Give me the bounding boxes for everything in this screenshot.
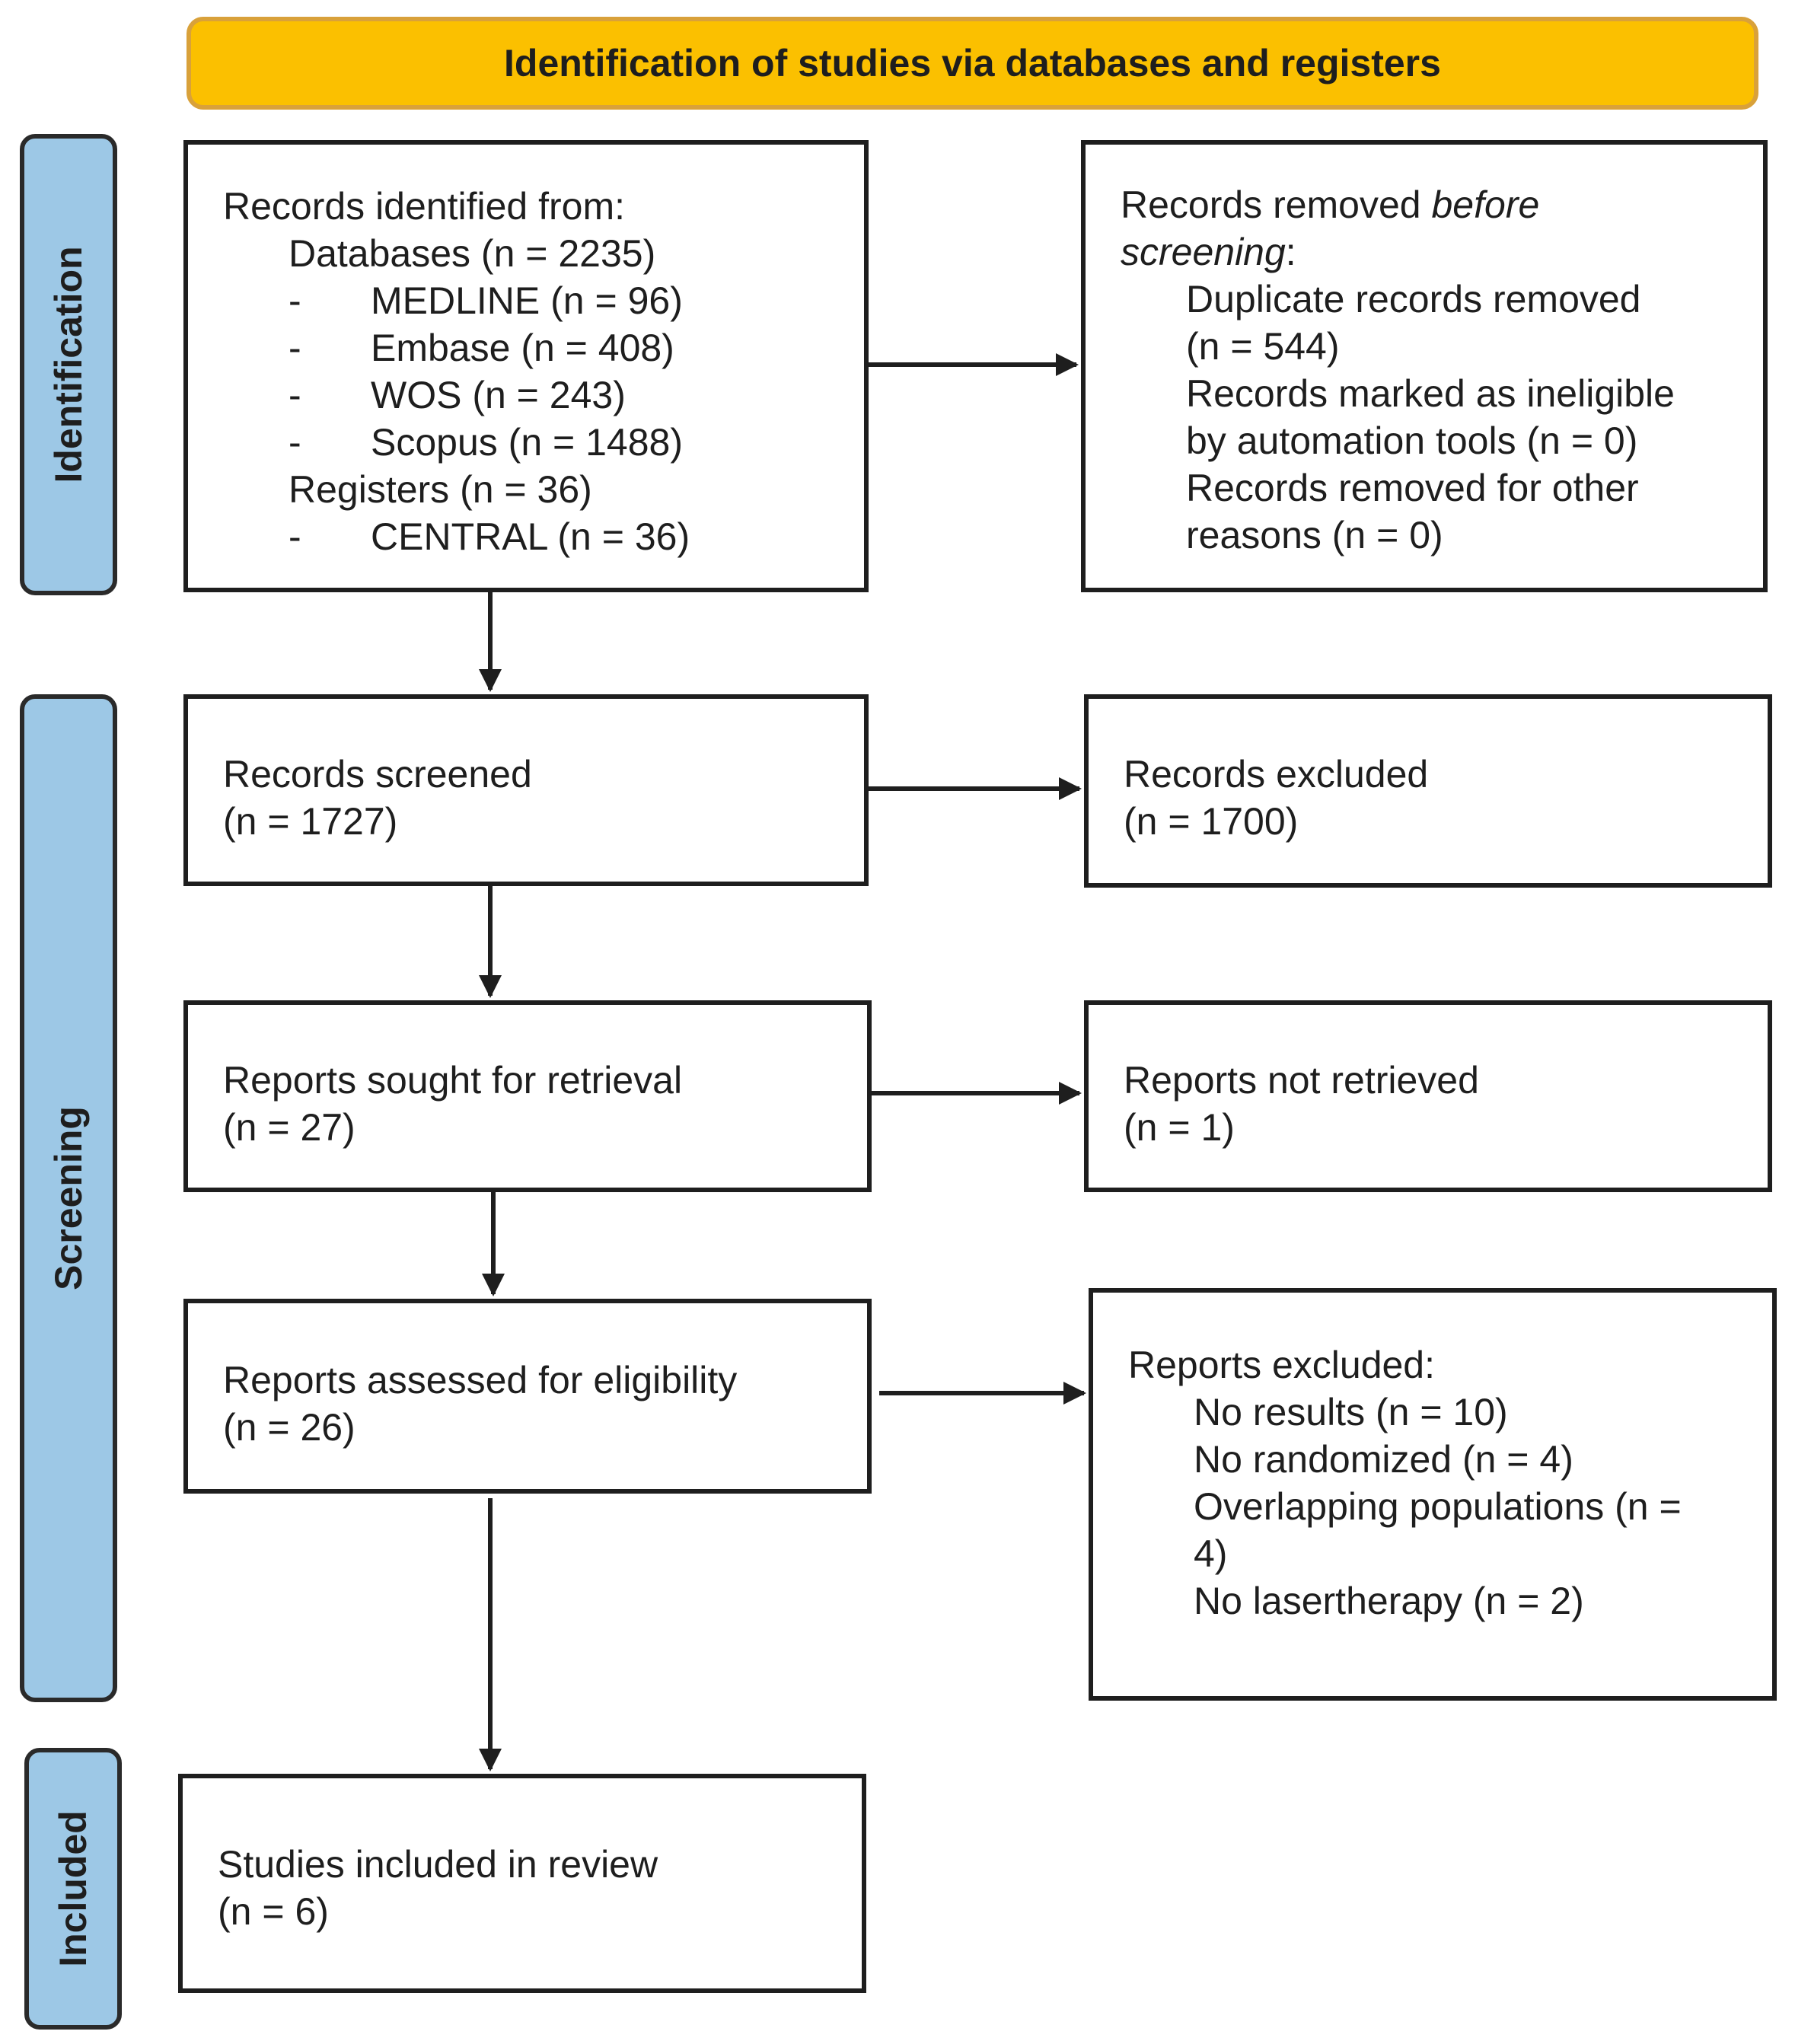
records-removed-heading-before: before	[1431, 183, 1540, 226]
records-screened-label: Records screened	[223, 753, 532, 796]
bullet-dash: -	[289, 515, 301, 558]
bullet-dash: -	[289, 421, 301, 464]
reports-not-retrieved-label: Reports not retrieved	[1124, 1059, 1479, 1102]
studies-included-label: Studies included in review	[218, 1843, 658, 1886]
records-excluded-label: Records excluded	[1124, 753, 1429, 796]
reports-excluded-line: No randomized (n = 4)	[1194, 1438, 1573, 1481]
bullet-dash: -	[289, 279, 301, 322]
database-embase: Embase (n = 408)	[371, 327, 674, 369]
database-scopus: Scopus (n = 1488)	[371, 421, 683, 464]
reports-assessed-label: Reports assessed for eligibility	[223, 1359, 738, 1401]
reports-excluded-heading: Reports excluded:	[1128, 1344, 1436, 1386]
records-excluded-count: (n = 1700)	[1124, 800, 1299, 843]
reports-sought-box: Reports sought for retrieval (n = 27)	[183, 1000, 872, 1192]
phase-label-included: Included	[52, 1810, 94, 1967]
phase-label-screening: Screening	[47, 1106, 90, 1290]
bullet-dash: -	[289, 374, 301, 416]
records-excluded-box: Records excluded (n = 1700)	[1084, 694, 1772, 888]
register-item: - CENTRAL (n = 36)	[223, 513, 864, 560]
records-removed-heading-text: Records removed	[1121, 183, 1432, 226]
databases-total: Databases (n = 2235)	[289, 232, 656, 275]
bullet-dash: -	[289, 327, 301, 369]
reports-assessed-count: (n = 26)	[223, 1406, 355, 1449]
removed-line: Records marked as ineligible	[1186, 372, 1675, 415]
database-item: - MEDLINE (n = 96)	[223, 277, 864, 324]
removed-line: by automation tools (n = 0)	[1186, 419, 1638, 462]
reports-excluded-line: Overlapping populations (n =	[1194, 1485, 1682, 1528]
studies-included-count: (n = 6)	[218, 1890, 329, 1933]
reports-not-retrieved-count: (n = 1)	[1124, 1106, 1235, 1149]
database-item: - Scopus (n = 1488)	[223, 419, 864, 466]
records-identified-heading: Records identified from:	[223, 185, 626, 228]
phase-identification: Identification	[20, 134, 117, 595]
reports-sought-label: Reports sought for retrieval	[223, 1059, 683, 1102]
database-item: - WOS (n = 243)	[223, 371, 864, 419]
database-wos: WOS (n = 243)	[371, 374, 626, 416]
header-title: Identification of studies via databases …	[504, 42, 1441, 85]
records-removed-heading-line2: screening:	[1121, 228, 1763, 276]
records-removed-box: Records removed before screening: Duplic…	[1081, 140, 1768, 592]
register-central: CENTRAL (n = 36)	[371, 515, 690, 558]
reports-not-retrieved-box: Reports not retrieved (n = 1)	[1084, 1000, 1772, 1192]
phase-screening: Screening	[20, 694, 117, 1702]
records-removed-heading: Records removed before	[1121, 181, 1763, 228]
studies-included-box: Studies included in review (n = 6)	[178, 1774, 866, 1993]
reports-excluded-box: Reports excluded: No results (n = 10) No…	[1089, 1288, 1777, 1701]
reports-excluded-line: 4)	[1194, 1532, 1228, 1575]
records-removed-heading-colon: :	[1285, 231, 1296, 273]
removed-line: Duplicate records removed	[1186, 278, 1641, 320]
phase-label-identification: Identification	[47, 246, 90, 483]
records-screened-box: Records screened (n = 1727)	[183, 694, 869, 886]
phase-included: Included	[24, 1748, 122, 2030]
removed-line: Records removed for other	[1186, 467, 1639, 509]
registers-total: Registers (n = 36)	[289, 468, 592, 511]
records-screened-count: (n = 1727)	[223, 800, 398, 843]
removed-line: (n = 544)	[1186, 325, 1340, 368]
header-bar: Identification of studies via databases …	[187, 17, 1758, 110]
reports-excluded-line: No lasertherapy (n = 2)	[1194, 1580, 1584, 1622]
records-identified-box: Records identified from: Databases (n = …	[183, 140, 869, 592]
reports-sought-count: (n = 27)	[223, 1106, 355, 1149]
reports-excluded-line: No results (n = 10)	[1194, 1391, 1508, 1433]
removed-line: reasons (n = 0)	[1186, 514, 1443, 556]
database-item: - Embase (n = 408)	[223, 324, 864, 371]
reports-assessed-box: Reports assessed for eligibility (n = 26…	[183, 1299, 872, 1494]
database-medline: MEDLINE (n = 96)	[371, 279, 683, 322]
records-removed-heading-screening: screening	[1121, 231, 1286, 273]
